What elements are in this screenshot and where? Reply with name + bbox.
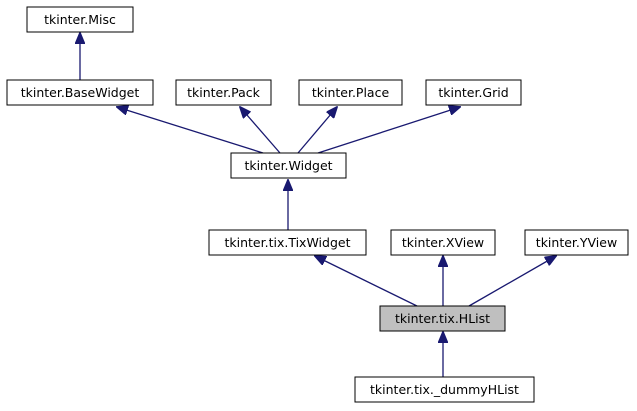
edge-widget-pack <box>240 107 281 154</box>
node-basewidget-label: tkinter.BaseWidget <box>21 85 140 100</box>
edge-hlist-yview <box>468 256 556 307</box>
edge-widget-basewidget <box>117 107 264 154</box>
edge-widget-grid <box>317 107 460 154</box>
node-basewidget[interactable]: tkinter.BaseWidget <box>6 79 154 106</box>
node-widget-label: tkinter.Widget <box>244 158 332 173</box>
node-misc[interactable]: tkinter.Misc <box>26 6 134 33</box>
edges <box>80 33 556 377</box>
node-place[interactable]: tkinter.Place <box>298 79 403 106</box>
node-widget[interactable]: tkinter.Widget <box>230 152 347 179</box>
node-pack-label: tkinter.Pack <box>187 85 261 100</box>
node-grid[interactable]: tkinter.Grid <box>425 79 522 106</box>
node-xview-label: tkinter.XView <box>402 235 484 250</box>
node-hlist[interactable]: tkinter.tix.HList <box>379 305 506 332</box>
node-pack[interactable]: tkinter.Pack <box>175 79 272 106</box>
node-xview[interactable]: tkinter.XView <box>390 229 496 256</box>
node-dummyhlist[interactable]: tkinter.tix._dummyHList <box>354 376 535 403</box>
node-grid-label: tkinter.Grid <box>438 85 508 100</box>
node-misc-label: tkinter.Misc <box>44 12 116 27</box>
nodes: tkinter.Misc tkinter.BaseWidget tkinter.… <box>6 6 629 403</box>
edge-widget-place <box>297 107 337 154</box>
edge-hlist-tixwidget <box>315 256 418 307</box>
node-yview[interactable]: tkinter.YView <box>524 229 629 256</box>
node-place-label: tkinter.Place <box>312 85 390 100</box>
node-hlist-label: tkinter.tix.HList <box>395 311 490 326</box>
node-tixwidget-label: tkinter.tix.TixWidget <box>225 235 351 250</box>
node-dummyhlist-label: tkinter.tix._dummyHList <box>370 382 519 397</box>
node-tixwidget[interactable]: tkinter.tix.TixWidget <box>208 229 367 256</box>
node-yview-label: tkinter.YView <box>536 235 617 250</box>
